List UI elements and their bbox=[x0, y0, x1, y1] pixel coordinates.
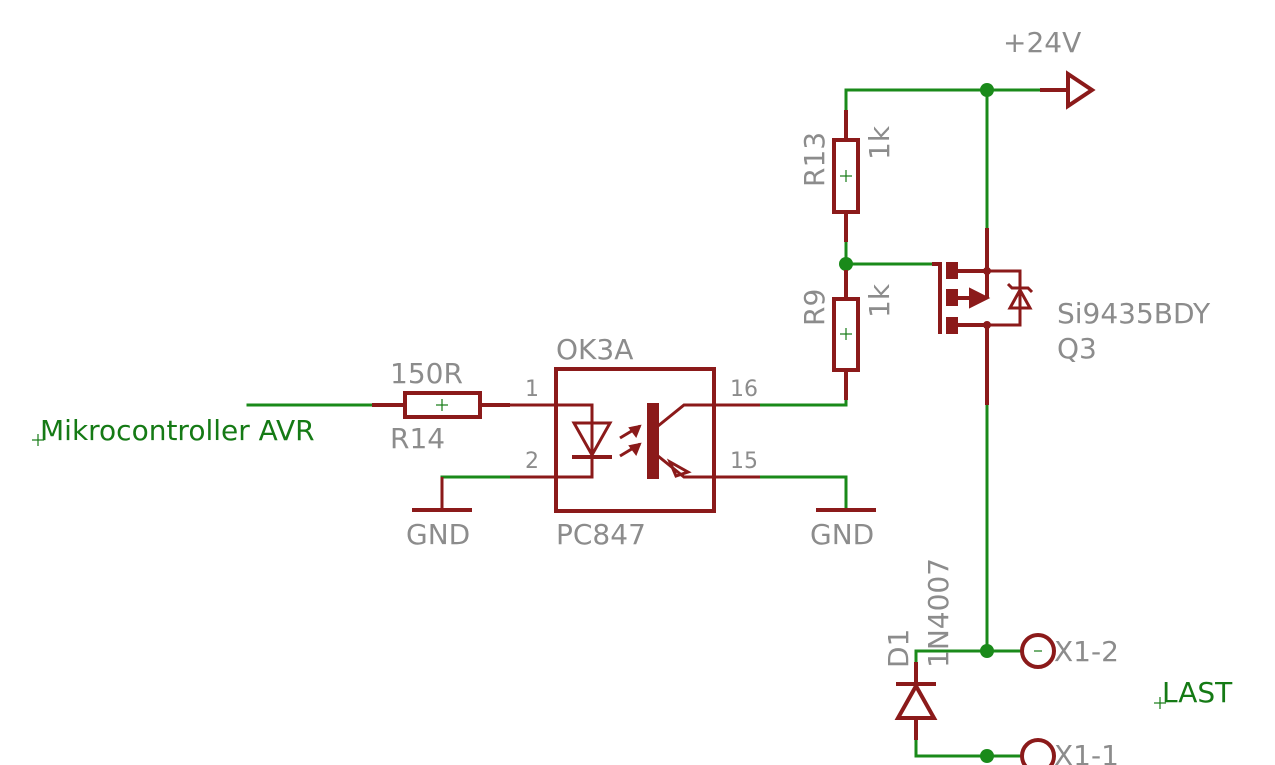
body-diode-icon bbox=[1007, 286, 1033, 310]
pin-emitter: 15 bbox=[730, 449, 758, 474]
r9-value: 1k bbox=[863, 283, 896, 318]
pin-collector: 16 bbox=[730, 377, 758, 402]
net-label-input: Mikrocontroller AVR bbox=[32, 414, 315, 447]
x1-1-pad-icon bbox=[1020, 738, 1056, 765]
junction-x1-2 bbox=[980, 644, 994, 658]
optocoupler-value: PC847 bbox=[556, 518, 646, 551]
d1-name: D1 bbox=[882, 629, 915, 668]
emitter-arrow-icon bbox=[666, 458, 692, 478]
wire-pin15-gnd bbox=[712, 475, 848, 512]
r13-body bbox=[832, 138, 860, 214]
gnd-right-label: GND bbox=[810, 518, 874, 551]
mosfet-channel bbox=[946, 262, 958, 279]
d1-value: 1N4007 bbox=[922, 558, 955, 668]
r13-value: 1k bbox=[863, 125, 896, 160]
x1-1-label: X1-1 bbox=[1054, 739, 1119, 765]
led-lead bbox=[556, 403, 594, 479]
supply-label: +24V bbox=[1003, 26, 1081, 59]
junction-x1-1 bbox=[980, 749, 994, 763]
r14-body bbox=[403, 391, 482, 419]
wire-gnd-left bbox=[440, 475, 558, 512]
led-icon bbox=[571, 421, 613, 459]
phototransistor-emitter bbox=[657, 454, 714, 479]
gnd-left-label: GND bbox=[406, 518, 470, 551]
load-net-label: LAST bbox=[1162, 676, 1233, 709]
optocoupler-body bbox=[554, 367, 716, 513]
gnd-left-symbol: GND bbox=[406, 477, 472, 551]
mosfet-drain bbox=[957, 323, 989, 405]
supply-arrow-icon bbox=[1040, 70, 1096, 110]
resistor-r14: 150R R14 bbox=[372, 357, 510, 455]
phototransistor-collector bbox=[657, 403, 714, 428]
mosfet-q3: Si9435BDY Q3 bbox=[932, 228, 1211, 405]
pin-cathode: 2 bbox=[525, 449, 539, 474]
optocoupler-ok3a: 1 2 16 15 OK3A PC847 bbox=[510, 333, 760, 551]
x1-2-label: X1-2 bbox=[1054, 635, 1119, 668]
input-net-label: Mikrocontroller AVR bbox=[40, 414, 315, 447]
diode-d1: D1 1N4007 bbox=[882, 558, 955, 740]
gnd-right-symbol: GND bbox=[810, 508, 876, 551]
mosfet-source bbox=[957, 228, 989, 273]
r9-name: R9 bbox=[798, 289, 831, 326]
r14-value: 150R bbox=[390, 357, 463, 390]
r13-name: R13 bbox=[798, 132, 831, 187]
r9-body bbox=[832, 297, 860, 372]
junction-rail bbox=[980, 83, 994, 97]
r14-name: R14 bbox=[390, 422, 445, 455]
resistor-r9: R9 1k bbox=[798, 270, 896, 400]
junction-gate bbox=[839, 257, 853, 271]
mosfet-value: Si9435BDY bbox=[1057, 297, 1211, 330]
supply-symbol: +24V bbox=[1003, 26, 1096, 110]
resistor-r13: R13 1k bbox=[798, 110, 896, 242]
connector-x1: X1-2 X1-1 bbox=[1020, 633, 1119, 765]
mosfet-arrow-icon bbox=[969, 287, 991, 309]
wire-d1-anode bbox=[914, 736, 1022, 758]
net-label-load: LAST bbox=[1154, 676, 1233, 709]
pin-anode: 1 bbox=[525, 377, 539, 402]
mosfet-body-diode bbox=[987, 269, 1022, 327]
optocoupler-name: OK3A bbox=[556, 333, 633, 366]
x1-2-pad-icon bbox=[1020, 633, 1056, 669]
d1-icon bbox=[894, 681, 938, 720]
mosfet-name: Q3 bbox=[1057, 332, 1097, 365]
phototransistor-base bbox=[647, 403, 659, 479]
